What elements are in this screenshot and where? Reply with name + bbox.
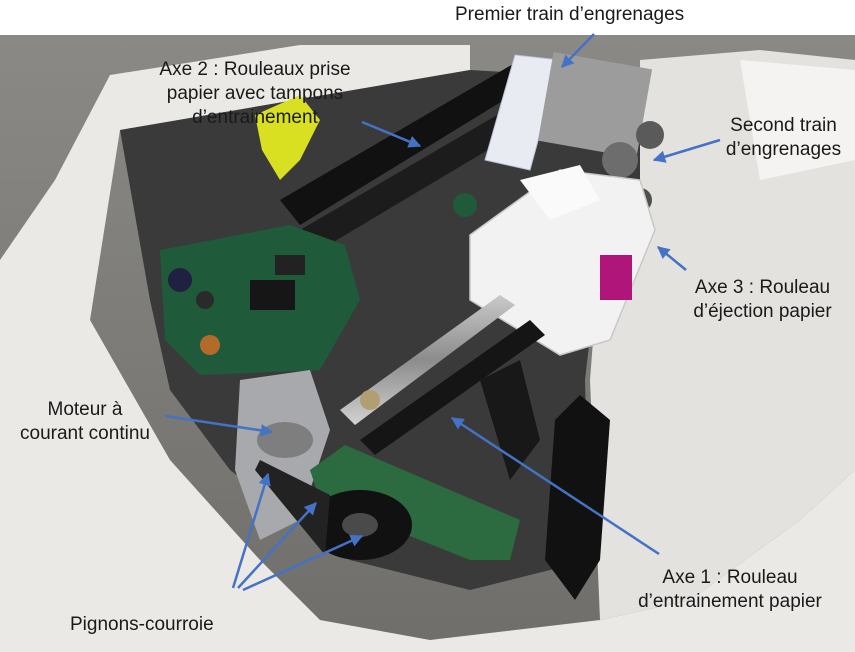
printer-housing xyxy=(0,45,855,652)
roller-end xyxy=(360,390,380,410)
label-axe2: Axe 2 : Rouleaux prise papier avec tampo… xyxy=(159,59,351,128)
arrow-axe2 xyxy=(361,120,422,148)
label-axe3: Axe 3 : Rouleau d’éjection papier xyxy=(693,277,832,322)
annotation-arrows xyxy=(164,33,721,592)
magenta-cartridge xyxy=(600,255,632,300)
label-axe1: Axe 1 : Rouleau d’entrainement papier xyxy=(638,567,822,612)
arrow-axe3 xyxy=(657,246,687,271)
encoder-board xyxy=(310,445,520,560)
arrow-pignon-2 xyxy=(237,502,317,589)
label-moteur: Moteur à courant continu xyxy=(20,399,150,444)
drive-belt xyxy=(255,460,330,555)
board-chip xyxy=(250,280,295,310)
housing-right-wall xyxy=(590,50,855,620)
gear xyxy=(602,142,638,178)
arrow-premier-train xyxy=(561,33,595,68)
arrow-pignon-1 xyxy=(231,472,271,589)
arrow-axe1 xyxy=(450,416,660,556)
inductor-coil xyxy=(200,335,220,355)
right-gear-housing xyxy=(545,395,610,600)
arrow-second-train xyxy=(652,138,721,163)
arrow-pignon-3 xyxy=(242,534,364,592)
label-pignons: Pignons-courroie xyxy=(70,614,214,635)
gear xyxy=(636,121,664,149)
first-gear-train xyxy=(537,52,653,158)
board-chip xyxy=(275,255,305,275)
small-sensor-board xyxy=(453,193,477,217)
feed-roller-shaft xyxy=(340,295,515,425)
label-second-train: Second train d’engrenages xyxy=(725,115,842,160)
capacitor xyxy=(168,268,192,292)
arrow-moteur xyxy=(164,414,274,437)
capacitor xyxy=(196,291,214,309)
dc-motor xyxy=(257,422,313,458)
yellow-lever xyxy=(255,95,320,180)
label-premier-train: Premier train d’engrenages xyxy=(455,4,685,25)
